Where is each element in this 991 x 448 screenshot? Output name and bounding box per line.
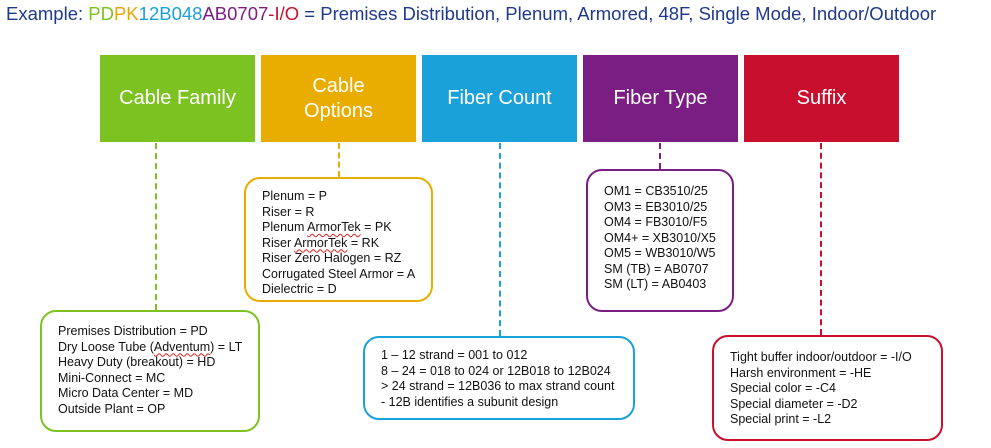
code-entry: OM3 = EB3010/25: [604, 199, 708, 214]
spellcheck-word: ArmorTek: [293, 235, 348, 250]
category-label: Suffix: [796, 87, 847, 109]
code-entry: Special diameter = -D2: [730, 396, 858, 411]
code-entry: Special print = -L2: [730, 412, 832, 426]
example-description: = Premises Distribution, Plenum, Armored…: [299, 3, 937, 24]
cable-family-header: Cable Family: [100, 55, 255, 142]
code-entry: Riser = R: [262, 204, 315, 219]
code-entry: 8 – 24 = 018 to 024 or 12B018 to 12B024: [381, 363, 611, 378]
code-entry: Heavy Duty (breakout) = HD: [58, 355, 216, 369]
example-code-part: AB0707: [202, 3, 269, 24]
suffix-header: Suffix: [744, 55, 899, 142]
code-entry: Tight buffer indoor/outdoor = -I/O: [730, 350, 912, 364]
code-entry: Micro Data Center = MD: [58, 386, 194, 400]
code-entry: Dielectric = D: [262, 282, 337, 296]
category-label: Cable Family: [119, 87, 236, 109]
code-entry: OM4 = FB3010/F5: [604, 215, 708, 229]
category-label: Fiber Type: [613, 87, 708, 109]
code-entry: OM1 = CB3510/25: [604, 184, 708, 198]
category-label: Fiber Count: [447, 87, 552, 109]
spellcheck-word: ArmorTek: [307, 220, 361, 234]
code-entry: Mini-Connect = MC: [58, 370, 166, 385]
code-entry: > 24 strand = 12B036 to max strand count: [381, 379, 615, 393]
example-prefix: Example:: [6, 3, 89, 24]
fiber-type-connector: [659, 143, 661, 169]
fiber-type-header: Fiber Type: [583, 55, 738, 142]
code-entry: SM (TB) = AB0707: [604, 261, 709, 276]
cable-options-connector: [338, 143, 340, 177]
code-entry: Corrugated Steel Armor = A: [262, 266, 416, 281]
example-code-part: -I/O: [268, 3, 300, 24]
code-entry: 1 – 12 strand = 001 to 012: [381, 348, 528, 362]
suffix-connector: [820, 143, 822, 335]
example-code-part: 12B048: [138, 3, 203, 24]
code-entry: OM5 = WB3010/W5: [604, 246, 716, 260]
example-title: Example: PDPK12B048AB0707-I/O = Premises…: [6, 3, 936, 25]
example-code-part: PK: [113, 3, 139, 24]
code-entry: - 12B identifies a subunit design: [381, 394, 559, 409]
fiber-count-header: Fiber Count: [422, 55, 577, 142]
code-entry: Special color = -C4: [730, 381, 836, 395]
code-entry: Outside Plant = OP: [58, 401, 166, 416]
spellcheck-word: Adventum: [153, 339, 211, 354]
cable-family-connector: [155, 143, 157, 310]
example-code-part: PD: [88, 3, 114, 24]
code-entry: Plenum = P: [262, 189, 327, 203]
code-entry: Harsh environment = -HE: [730, 365, 872, 380]
fiber-count-connector: [499, 143, 501, 336]
code-entry: Riser Zero Halogen = RZ: [262, 251, 402, 265]
code-entry: OM4+ = XB3010/X5: [604, 230, 716, 245]
code-entry: Premises Distribution = PD: [58, 324, 208, 338]
code-entry: SM (LT) = AB0403: [604, 277, 707, 291]
code-entry: Dry Loose Tube (Adventum) = LT: [58, 339, 243, 354]
code-entry: Riser ArmorTek = RK: [262, 235, 380, 250]
code-entry: Plenum ArmorTek = PK: [262, 220, 392, 234]
